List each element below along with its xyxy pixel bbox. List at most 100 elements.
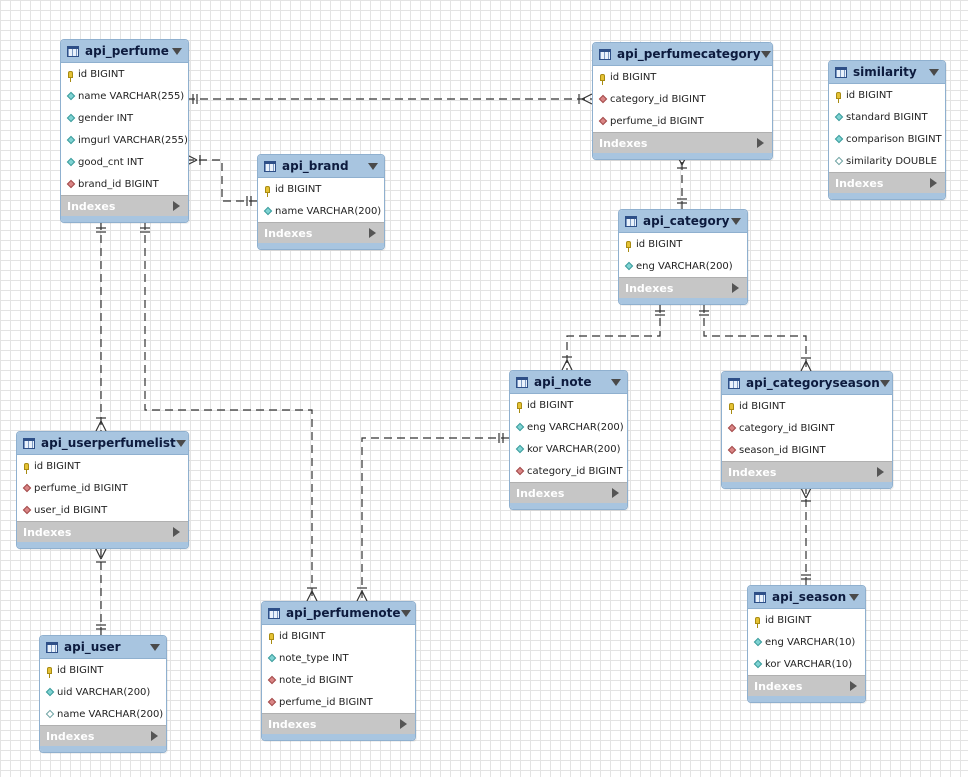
column-row[interactable]: category_id BIGINT — [722, 417, 892, 439]
column-row[interactable]: name VARCHAR(200) — [258, 200, 384, 222]
relationship-api-perfume-to-api-perfumecategory[interactable] — [187, 93, 593, 105]
indexes-section[interactable]: Indexes — [722, 461, 892, 482]
collapse-arrow-icon[interactable] — [400, 609, 411, 617]
expand-arrow-icon[interactable] — [850, 681, 857, 691]
column-row[interactable]: eng VARCHAR(200) — [510, 416, 627, 438]
table-header[interactable]: api_season — [748, 586, 865, 609]
table-header[interactable]: api_note — [510, 371, 627, 394]
collapse-arrow-icon[interactable] — [611, 378, 621, 386]
expand-arrow-icon[interactable] — [930, 178, 937, 188]
column-row[interactable]: perfume_id BIGINT — [593, 110, 772, 132]
table-header[interactable]: api_perfumenote — [262, 602, 415, 625]
column-row[interactable]: user_id BIGINT — [17, 499, 188, 521]
column-row[interactable]: eng VARCHAR(200) — [619, 255, 747, 277]
column-row[interactable]: note_type INT — [262, 647, 415, 669]
indexes-section[interactable]: Indexes — [593, 132, 772, 153]
collapse-arrow-icon[interactable] — [731, 217, 741, 225]
table-header[interactable]: api_brand — [258, 155, 384, 178]
column-row[interactable]: imgurl VARCHAR(255) — [61, 129, 188, 151]
relationship-api-category-to-api-categoryseason[interactable] — [699, 305, 812, 372]
relationship-api-category-to-api-note[interactable] — [561, 305, 665, 371]
column-row[interactable]: id BIGINT — [619, 233, 747, 255]
indexes-section[interactable]: Indexes — [829, 172, 945, 193]
indexes-section[interactable]: Indexes — [258, 222, 384, 243]
collapse-arrow-icon[interactable] — [879, 379, 890, 387]
expand-arrow-icon[interactable] — [369, 228, 376, 238]
indexes-section[interactable]: Indexes — [262, 713, 415, 734]
relationship-api-season-to-api-categoryseason[interactable] — [800, 487, 812, 585]
column-row[interactable]: note_id BIGINT — [262, 669, 415, 691]
column-row[interactable]: gender INT — [61, 107, 188, 129]
column-row[interactable]: name VARCHAR(200) — [40, 703, 166, 725]
table-header[interactable]: api_categoryseason — [722, 372, 892, 395]
collapse-arrow-icon[interactable] — [929, 68, 939, 76]
column-row[interactable]: id BIGINT — [748, 609, 865, 631]
expand-arrow-icon[interactable] — [877, 467, 884, 477]
column-row[interactable]: id BIGINT — [258, 178, 384, 200]
column-row[interactable]: kor VARCHAR(10) — [748, 653, 865, 675]
expand-arrow-icon[interactable] — [173, 527, 180, 537]
column-row[interactable]: id BIGINT — [262, 625, 415, 647]
table-header[interactable]: api_perfume — [61, 40, 188, 63]
column-row[interactable]: id BIGINT — [61, 63, 188, 85]
indexes-section[interactable]: Indexes — [40, 725, 166, 746]
indexes-section[interactable]: Indexes — [748, 675, 865, 696]
indexes-section[interactable]: Indexes — [17, 521, 188, 542]
column-row[interactable]: perfume_id BIGINT — [262, 691, 415, 713]
table-header[interactable]: api_user — [40, 636, 166, 659]
column-row[interactable]: eng VARCHAR(10) — [748, 631, 865, 653]
collapse-arrow-icon[interactable] — [150, 643, 160, 651]
collapse-arrow-icon[interactable] — [849, 593, 859, 601]
column-row[interactable]: brand_id BIGINT — [61, 173, 188, 195]
column-row[interactable]: id BIGINT — [593, 66, 772, 88]
column-row[interactable]: kor VARCHAR(200) — [510, 438, 627, 460]
column-row[interactable]: category_id BIGINT — [510, 460, 627, 482]
column-row[interactable]: season_id BIGINT — [722, 439, 892, 461]
column-row[interactable]: perfume_id BIGINT — [17, 477, 188, 499]
expand-arrow-icon[interactable] — [151, 731, 158, 741]
column-row[interactable]: id BIGINT — [510, 394, 627, 416]
column-row[interactable]: name VARCHAR(255) — [61, 85, 188, 107]
relationship-api-brand-to-api-perfume[interactable] — [186, 154, 257, 206]
column-row[interactable]: standard BIGINT — [829, 106, 945, 128]
expand-arrow-icon[interactable] — [732, 283, 739, 293]
column-row[interactable]: good_cnt INT — [61, 151, 188, 173]
expand-arrow-icon[interactable] — [173, 201, 180, 211]
column-row[interactable]: category_id BIGINT — [593, 88, 772, 110]
expand-arrow-icon[interactable] — [757, 138, 764, 148]
collapse-arrow-icon[interactable] — [172, 47, 182, 55]
table-header[interactable]: similarity — [829, 61, 945, 84]
table-header[interactable]: api_category — [619, 210, 747, 233]
collapse-arrow-icon[interactable] — [175, 439, 186, 447]
column-row[interactable]: uid VARCHAR(200) — [40, 681, 166, 703]
column-row[interactable]: id BIGINT — [17, 455, 188, 477]
indexes-section[interactable]: Indexes — [619, 277, 747, 298]
column-row[interactable]: id BIGINT — [40, 659, 166, 681]
column-row[interactable]: comparison BIGINT — [829, 128, 945, 150]
indexes-section[interactable]: Indexes — [61, 195, 188, 216]
column-row[interactable]: similarity DOUBLE — [829, 150, 945, 172]
collapse-arrow-icon[interactable] — [760, 50, 771, 58]
relationship-api-note-to-api-perfumenote[interactable] — [356, 433, 509, 602]
column-row[interactable]: id BIGINT — [829, 84, 945, 106]
table-header[interactable]: api_perfumecategory — [593, 43, 772, 66]
relationship-api-user-to-api-userperfumelist[interactable] — [95, 548, 107, 635]
indexes-section[interactable]: Indexes — [510, 482, 627, 503]
expand-arrow-icon[interactable] — [612, 488, 619, 498]
relationship-api-perfume-to-api-userperfumelist[interactable] — [95, 222, 107, 432]
table-header[interactable]: api_userperfumelist — [17, 432, 188, 455]
collapse-arrow-icon[interactable] — [368, 162, 378, 170]
column-row[interactable]: id BIGINT — [722, 395, 892, 417]
